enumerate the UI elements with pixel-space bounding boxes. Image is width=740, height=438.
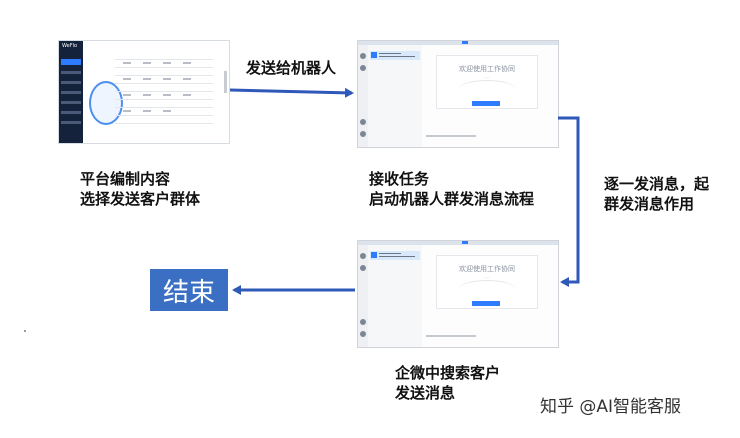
stray-mark	[24, 330, 26, 332]
chat-welcome-subtitle-2: …	[485, 274, 489, 279]
end-box: 结束	[150, 269, 228, 311]
watermark: 知乎 @AI智能客服	[540, 397, 682, 417]
send-to-robot-label: 发送给机器人	[246, 59, 337, 77]
arrow-platform-to-robot	[229, 87, 354, 98]
robot-chat-screenshot: 欢迎使用工作协同 …	[357, 40, 559, 148]
receive-task-caption: 接收任务 启动机器人群发消息流程	[369, 170, 535, 208]
chat-welcome-title-2: 欢迎使用工作协同	[459, 265, 515, 273]
chat-welcome-title: 欢迎使用工作协同	[459, 65, 515, 73]
platform-screenshot: WeFlo	[58, 40, 230, 144]
chat-welcome-subtitle: …	[485, 74, 489, 79]
platform-caption: 平台编制内容 选择发送客户群体	[80, 170, 201, 208]
platform-logo: WeFlo	[62, 43, 78, 49]
arrow-robot-to-search	[558, 116, 580, 287]
platform-sidebar: WeFlo	[59, 41, 83, 143]
platform-scrollbar	[224, 71, 227, 93]
platform-table	[83, 41, 229, 143]
search-send-caption: 企微中搜索客户 发送消息	[395, 364, 501, 402]
customer-group-ring	[89, 81, 123, 125]
one-by-one-caption: 逐一发消息，起 群发消息作用	[604, 175, 710, 213]
search-send-screenshot: 欢迎使用工作协同 …	[357, 240, 559, 348]
